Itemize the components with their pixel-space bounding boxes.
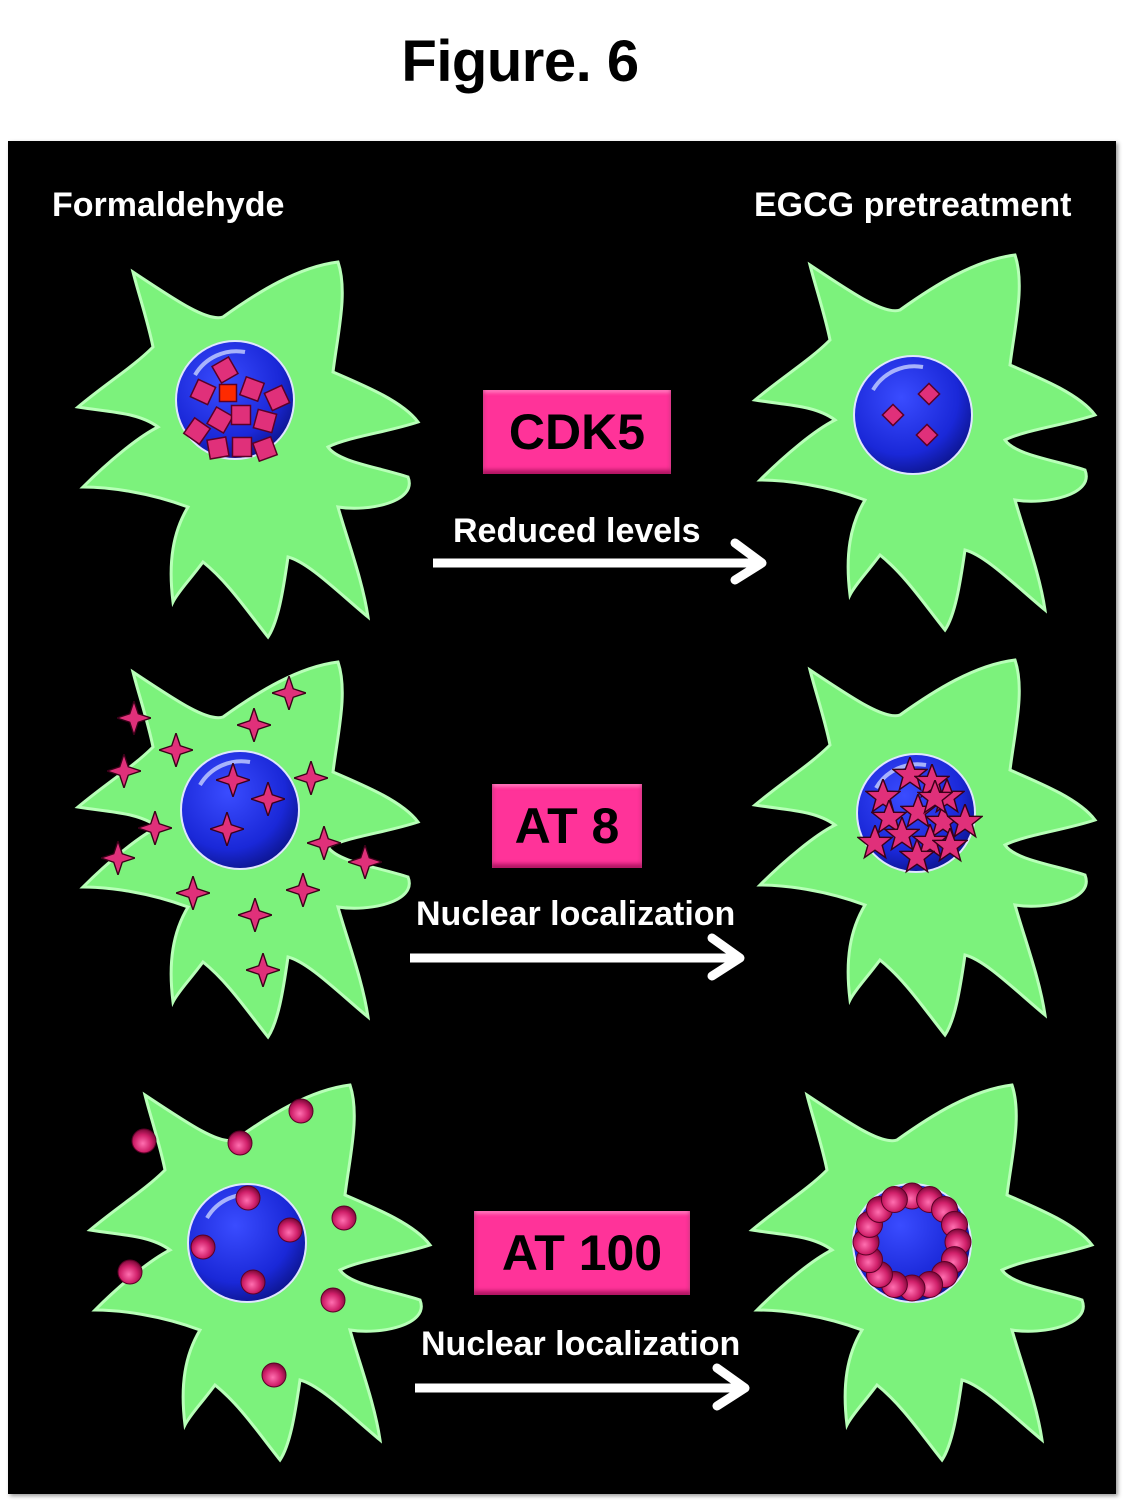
cell-formaldehyde-at8 [76,660,420,1039]
cdk5-particle [206,436,230,460]
column-label-formaldehyde: Formaldehyde [52,186,285,224]
cell-egcg-at100 [750,1083,1094,1462]
at100-particle [117,1259,143,1285]
effect-label-row-3: Nuclear localization [421,1325,741,1363]
effect-label-row-2: Nuclear localization [416,895,736,933]
cdk5-particle [263,384,291,412]
nucleus [182,752,298,868]
cdk5-particle [238,375,266,403]
cdk5-particle [189,378,217,406]
arrow-row-1 [433,538,767,585]
marker-tag-at8: AT 8 [492,784,642,868]
cdk5-particle [218,383,238,403]
arrow-row-3 [415,1363,750,1411]
nucleus-highlight [193,349,246,377]
cdk5-particle [230,404,252,426]
cell-egcg-at8 [753,658,1097,1037]
cdk5-particle [251,435,279,463]
nucleus [855,357,971,473]
figure-title: Figure. 6 [401,29,639,94]
at100-particle [331,1205,357,1231]
nucleus-highlight [871,364,924,392]
at100-particle [261,1362,287,1388]
cell-egcg-cdk5 [753,253,1097,632]
at100-particle [288,1098,314,1124]
at100-particle [880,1186,908,1214]
effect-label-row-1: Reduced levels [453,512,701,550]
at100-particle [277,1217,303,1243]
at100-particle [190,1234,216,1260]
cdk5-particle [917,382,941,406]
at100-particle [131,1128,157,1154]
at100-particle [320,1287,346,1313]
nucleus-highlight [198,759,251,787]
nucleus [189,1185,305,1301]
cdk5-particle [182,416,212,446]
cdk5-particle [252,408,278,434]
arrow-row-2 [410,933,745,981]
at100-particle [240,1269,266,1295]
cdk5-particle [231,436,253,458]
marker-tag-cdk5: CDK5 [483,390,671,474]
column-label-egcg: EGCG pretreatment [754,186,1072,224]
cdk5-particle [205,405,235,435]
cell-formaldehyde-cdk5 [76,260,420,639]
cdk5-particle [881,403,905,427]
at100-particle [227,1130,253,1156]
cdk5-particle [915,423,939,447]
at100-particle [235,1185,261,1211]
cell-formaldehyde-at100 [88,1083,432,1462]
cdk5-particle [210,355,240,385]
marker-tag-at100: AT 100 [474,1211,690,1295]
